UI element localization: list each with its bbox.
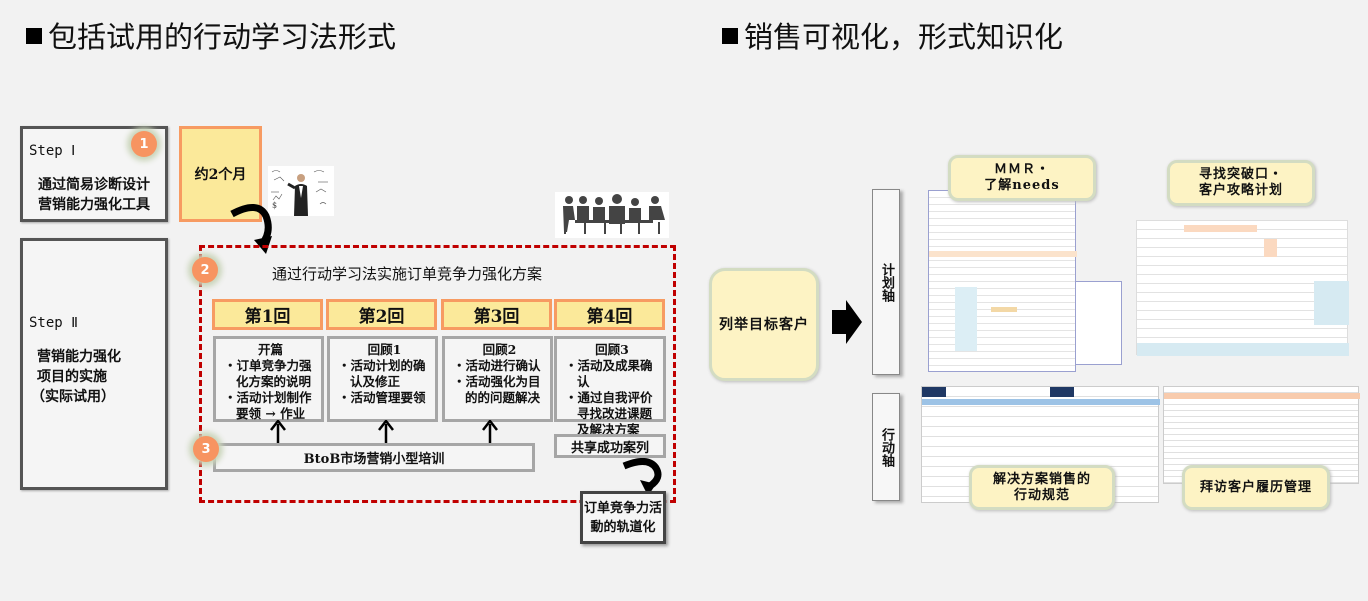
step2-description: 营销能力强化 项目的实施 （实际试用） — [31, 349, 121, 405]
step2-label: Step Ⅱ — [29, 315, 79, 331]
square-bullet-icon — [722, 28, 738, 44]
round-3-header: 第3回 — [441, 299, 552, 330]
breakthrough-form-thumbnail — [1136, 220, 1349, 356]
result-box: 订单竞争力活 動的轨道化 — [580, 491, 666, 544]
round-4-body: 回顾3 ・活动及成果确认 ・通过自我评价寻找改进课题及解决方案 — [554, 336, 666, 437]
plan-axis-label: 计划轴 — [872, 189, 900, 375]
right-arrow-icon — [832, 300, 862, 344]
training-badge: 3 — [193, 436, 219, 462]
action-axis-label: 行动轴 — [872, 393, 900, 501]
svg-text:$: $ — [272, 201, 277, 210]
round-2-body: 回顾1 ・活动计划的确认及修正 ・活动管理要领 — [327, 336, 438, 422]
round-3-body: 回顾2 ・活动进行确认 ・活动强化为目的的问题解决 — [442, 336, 553, 422]
visit-history-callout: 拜访客户履历管理 — [1182, 465, 1330, 510]
program-container — [199, 245, 676, 503]
step1-badge: 1 — [131, 131, 157, 157]
right-section-title: 销售可视化，形式知识化 — [722, 14, 1063, 56]
businessman-illustration: $ — [268, 166, 334, 216]
training-box: BtoB市场营销小型培训 — [213, 443, 535, 472]
up-arrow-icon — [378, 420, 394, 446]
step2-box: Step Ⅱ 营销能力强化 项目的实施 （实际试用） — [20, 238, 168, 490]
program-title: 通过行动学习法实施订单竞争力强化方案 — [272, 265, 543, 283]
mmr-form-thumbnail — [928, 190, 1077, 372]
round-1-header: 第1回 — [212, 299, 323, 330]
step1-label: Step Ⅰ — [29, 143, 76, 159]
round-4-header: 第4回 — [554, 299, 665, 330]
program-badge: 2 — [192, 257, 218, 283]
up-arrow-icon — [482, 420, 498, 446]
meeting-silhouette-illustration — [555, 192, 669, 238]
left-section-title: 包括试用的行动学习法形式 — [26, 14, 396, 56]
step1-description: 通过简易诊断设计 营销能力强化工具 — [38, 177, 150, 213]
form-thumbnail-back — [1074, 281, 1122, 365]
round-2-header: 第2回 — [326, 299, 437, 330]
share-success-box: 共享成功案列 — [554, 434, 666, 458]
square-bullet-icon — [26, 28, 42, 44]
round-1-body: 开篇 ・订单竞争力强化方案的说明 ・活动计划制作要领 → 作业 — [213, 336, 324, 422]
curved-arrow-icon — [622, 458, 662, 496]
up-arrow-icon — [270, 420, 286, 446]
solution-callout: 解决方案销售的 行动规范 — [969, 465, 1115, 510]
breakthrough-callout: 寻找突破口・ 客户攻略计划 — [1167, 160, 1315, 206]
target-customer-box: 列举目标客户 — [709, 268, 819, 381]
mmr-callout: ＭＭＲ・ 了解needs — [948, 155, 1096, 201]
